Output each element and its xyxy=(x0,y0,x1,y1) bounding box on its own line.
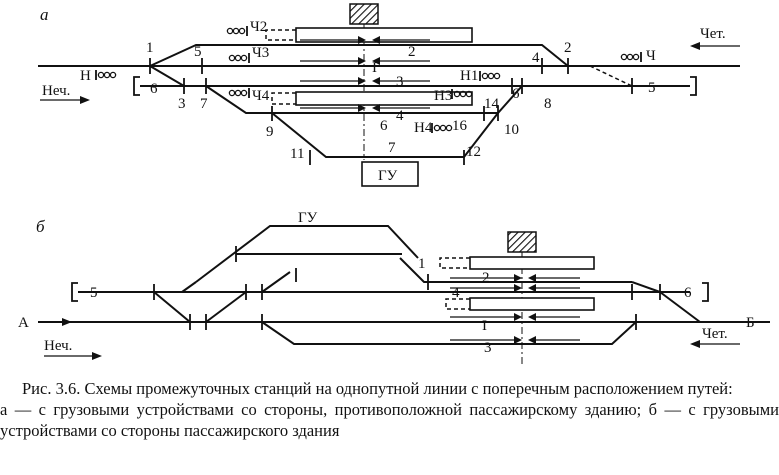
crossover-left-b xyxy=(205,291,247,323)
signal-n3-icon xyxy=(451,89,473,99)
track-number-a: 4 xyxy=(396,108,404,124)
platform-upper xyxy=(295,27,473,43)
main-track-a-label: I xyxy=(372,60,377,76)
track-number-b: 1 xyxy=(418,256,426,272)
panel-a: а xyxy=(38,3,740,187)
track-number-a: 7 xyxy=(388,140,396,156)
switch-number: 12 xyxy=(466,144,481,160)
direction-arrow-right-b xyxy=(690,340,740,348)
signal-n-icon xyxy=(95,70,117,80)
track-number-b: 2 xyxy=(482,270,490,286)
switch-number: 9 xyxy=(266,124,274,140)
track-4 xyxy=(205,85,523,114)
track-number-b: 4 xyxy=(452,285,460,301)
freight-yard-a-box xyxy=(361,161,419,187)
track-3-b xyxy=(261,321,637,345)
signal-ch3-label: Ч3 xyxy=(252,45,269,61)
platform-lower-end xyxy=(271,92,296,105)
track-2-b xyxy=(399,257,632,283)
track-2 xyxy=(149,44,569,67)
signal-ch4-icon xyxy=(228,88,250,98)
signal-n1-label: Н1 xyxy=(460,68,478,84)
switch-number: 11 xyxy=(290,146,304,162)
connection-fy-b xyxy=(181,281,197,293)
signal-n1-icon xyxy=(479,71,501,81)
signal-n4-label: Н4 xyxy=(414,120,433,136)
signal-ch2-icon xyxy=(226,26,248,36)
direction-arrow-left-b xyxy=(44,352,102,360)
signal-n3-label: Н3 xyxy=(434,88,452,104)
caption-title: Рис. 3.6. Схемы промежуточных станций на… xyxy=(22,379,733,398)
track-number-a: 2 xyxy=(408,44,416,60)
switch-number: 8 xyxy=(544,96,552,112)
signal-ch3-icon xyxy=(228,53,250,63)
main-track-b-label: I xyxy=(482,318,487,334)
track-3 xyxy=(149,65,632,87)
dead-end-right-label: 5 xyxy=(648,80,656,96)
direction-left-b: Неч. xyxy=(44,338,72,354)
passenger-building-b-icon xyxy=(507,231,537,253)
caption-body: а — с грузовыми устройствами со стороны,… xyxy=(0,400,779,440)
direction-arrow-a-icon xyxy=(40,318,72,326)
direction-arrow-left-a xyxy=(40,96,90,104)
insulating-joints-b xyxy=(153,246,661,330)
connection-left-b xyxy=(153,291,191,323)
track-number-a: 6 xyxy=(380,118,388,134)
buffer-stop-right-icon xyxy=(690,76,697,96)
route-arrows-a xyxy=(300,36,430,112)
signal-ch-icon xyxy=(620,52,642,62)
switch-number: 4 xyxy=(532,50,540,66)
buffer-stop-b-left-icon xyxy=(71,282,78,302)
platform-upper-end xyxy=(265,29,296,41)
crossover-right xyxy=(589,65,633,87)
panel-b: б ГУ xyxy=(18,210,770,366)
passenger-building-icon xyxy=(349,3,379,25)
panel-b-tag: б xyxy=(36,217,45,236)
switch-number: 14 xyxy=(484,96,500,112)
platform-b-upper-end xyxy=(439,257,470,269)
route-arrows-b xyxy=(450,274,580,344)
direction-right-b: Чет. xyxy=(702,326,728,342)
signal-n-label: Н xyxy=(80,68,91,84)
switch-number: 7 xyxy=(200,96,208,112)
signal-ch-label: Ч xyxy=(646,48,656,64)
platform-lower xyxy=(295,91,473,106)
buffer-stop-left-icon xyxy=(133,76,140,96)
dead-end-left-label: 6 xyxy=(150,81,158,97)
panel-a-tag: а xyxy=(40,5,49,24)
switch-number: 10 xyxy=(504,122,519,138)
platform-b-upper xyxy=(469,256,595,270)
track-number-b: 5 xyxy=(90,285,98,301)
insulating-joints-a xyxy=(149,58,633,165)
freight-yard-b-label: ГУ xyxy=(298,210,318,226)
crossover-left-b2 xyxy=(261,271,291,293)
track-number-a: 3 xyxy=(396,74,404,90)
signal-ch2-label: Ч2 xyxy=(250,19,267,35)
direction-arrow-right-a xyxy=(690,42,740,50)
track-number-b: 3 xyxy=(484,340,492,356)
freight-yard-a-label: ГУ xyxy=(378,168,398,184)
switch-number: 16 xyxy=(452,118,468,134)
station-schemes-diagram: а xyxy=(18,3,770,366)
switch-number: 3 xyxy=(178,96,186,112)
platform-b-lower-end xyxy=(445,298,470,310)
station-a-label: А xyxy=(18,315,29,331)
switch-number: 6 xyxy=(512,86,520,102)
signal-ch4-label: Ч4 xyxy=(252,88,270,104)
connection-right-b2 xyxy=(659,291,701,323)
switch-number: 1 xyxy=(146,40,154,56)
figure-caption: Рис. 3.6. Схемы промежуточных станций на… xyxy=(0,378,779,441)
connection-right-b xyxy=(631,281,661,293)
station-b-label: Б xyxy=(746,315,755,331)
signal-n4-icon xyxy=(431,123,453,133)
buffer-stop-b-right-icon xyxy=(702,282,709,302)
direction-left-a: Неч. xyxy=(42,83,70,99)
direction-right-a: Чет. xyxy=(700,26,726,42)
freight-yard-track xyxy=(195,225,419,283)
track-7 xyxy=(271,112,499,158)
switch-number: 5 xyxy=(194,44,202,60)
platform-b-lower xyxy=(469,297,595,311)
switch-number: 2 xyxy=(564,40,572,56)
track-number-b: 6 xyxy=(684,285,692,301)
